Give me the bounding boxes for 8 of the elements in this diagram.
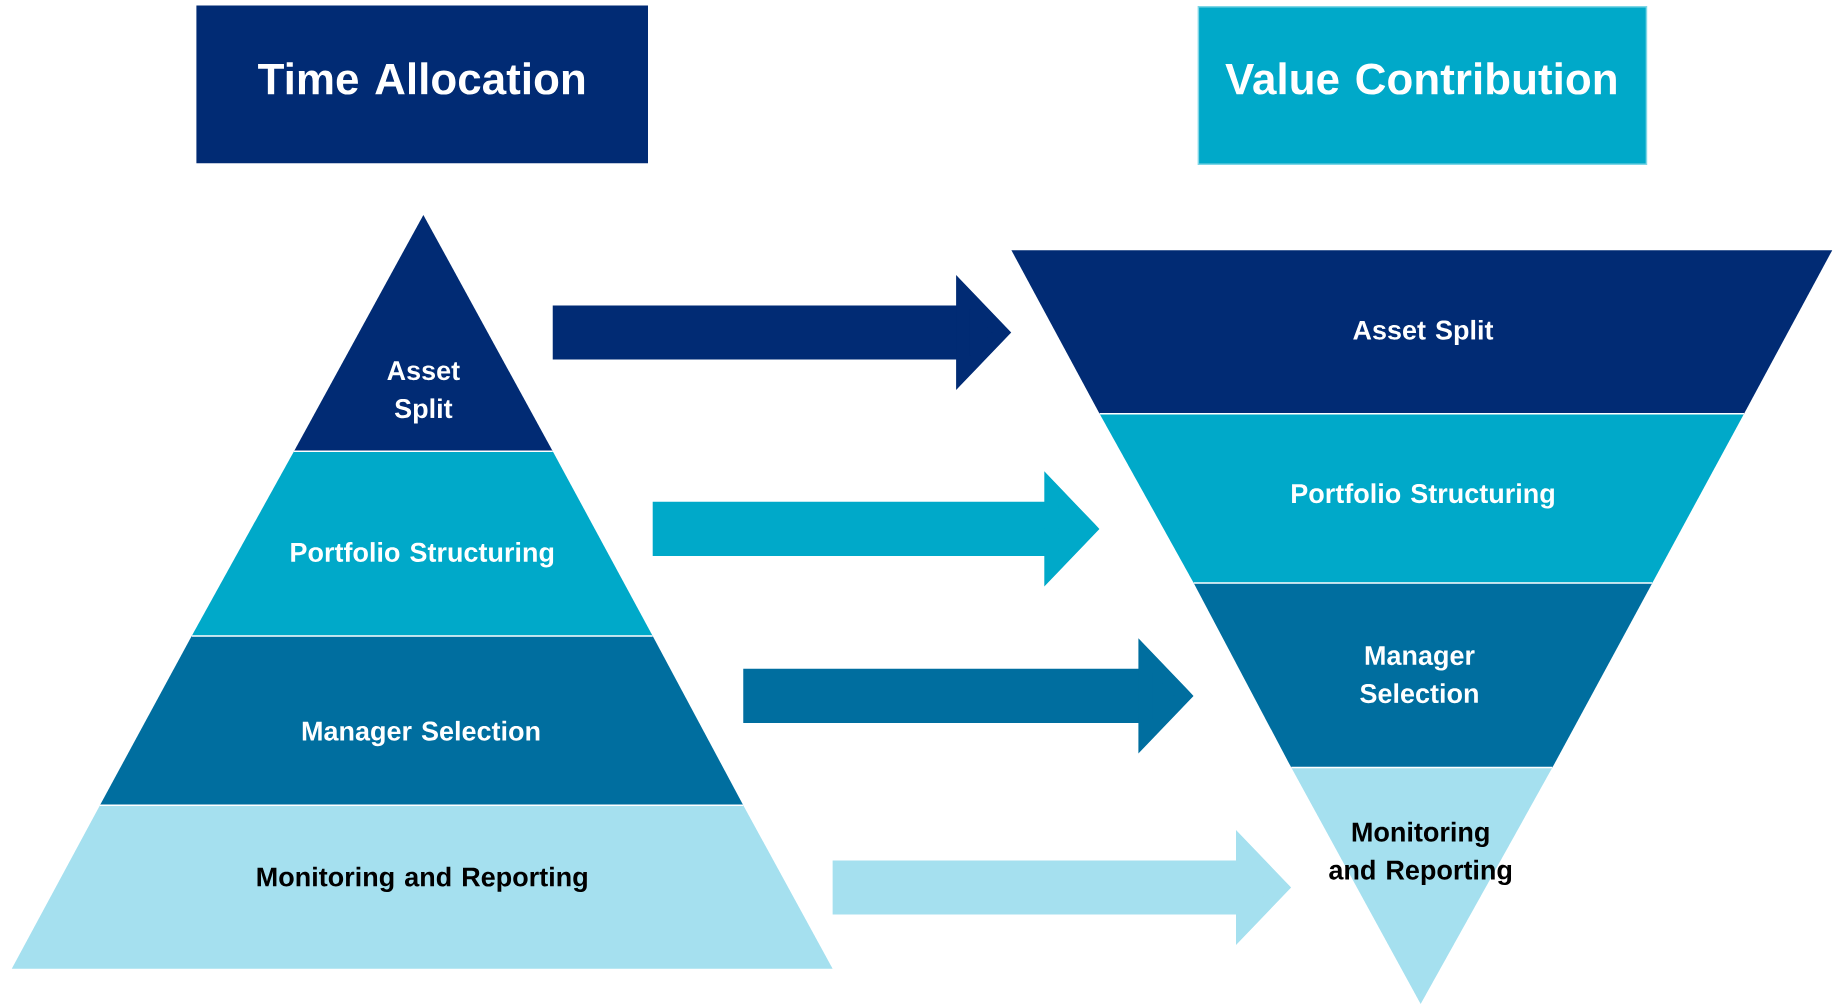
pyramid-layer: Asset Split <box>294 214 553 452</box>
title-box: Time Allocation <box>196 5 648 164</box>
pyramid-layer: Monitoring and Reporting <box>11 804 833 969</box>
title-box: Value Contribution <box>1197 5 1648 166</box>
pyramid-layer: Manager Selection <box>99 635 744 806</box>
funnel-layer: Asset Split <box>1011 250 1833 414</box>
funnel-layer: Monitoring and Reporting <box>1290 766 1554 1004</box>
pyramid-layer: Portfolio Structuring <box>191 450 653 636</box>
